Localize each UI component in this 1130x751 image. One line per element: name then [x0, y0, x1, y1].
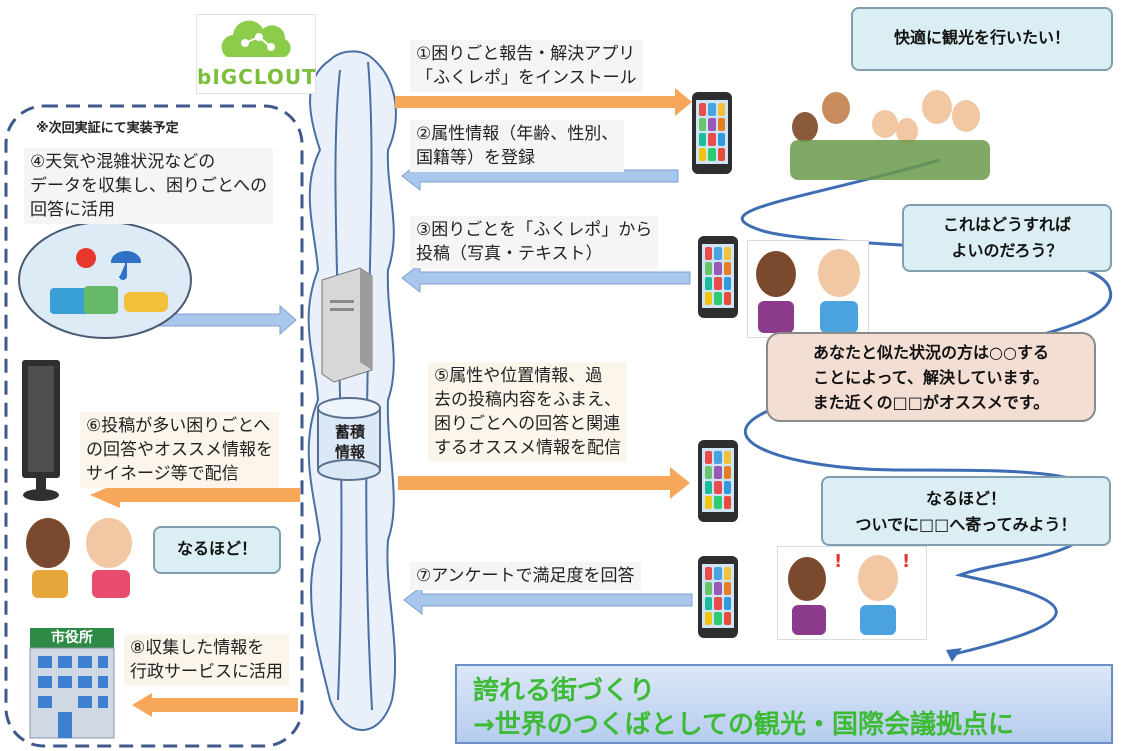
- arrow-step7: [403, 584, 693, 616]
- implementation-note: ※次回実証にて実装予定: [36, 121, 179, 136]
- city-hall-sign: 市役所: [51, 630, 93, 646]
- digital-signage-icon: [22, 360, 60, 501]
- bigclout-logo: bIGCLOUT: [196, 14, 316, 94]
- step7-text: ⑦アンケートで満足度を回答: [410, 562, 641, 590]
- arrow-step6-head: [90, 482, 120, 508]
- speech-bubble-comfortable-sightseeing: 快適に観光を行いたい！: [851, 7, 1113, 71]
- sun-icon: [76, 248, 96, 268]
- bigclout-cloud-column: [307, 50, 397, 731]
- smartphone-icon-2: [698, 236, 738, 318]
- storage-cylinder-icon: [317, 397, 381, 481]
- umbrella-icon: [110, 251, 142, 280]
- future-implementation-region: [4, 104, 304, 748]
- step5-text: ⑤属性や位置情報、過去の投稿内容をふまえ、困りごとへの回答と関連するオススメ情報…: [428, 362, 627, 462]
- arrow-step6: [120, 488, 300, 502]
- storage-label: 蓄積情報: [334, 423, 365, 461]
- city-hall-building-icon: [29, 628, 115, 739]
- arrow-step1: [395, 88, 692, 116]
- step6-text: ⑥投稿が多い困りごとへの回答やオススメ情報をサイネージ等で配信: [80, 412, 279, 488]
- smartphone-icon-3: [698, 440, 738, 522]
- speech-bubble-drop-by: なるほど！ついでに□□へ寄ってみよう！: [821, 476, 1111, 546]
- goal-title: 誇れる街づくり: [473, 676, 656, 706]
- arrow-step5: [398, 467, 690, 499]
- exclamation-icon: !: [834, 551, 843, 572]
- arrow-step3: [401, 262, 691, 294]
- exclamation-icon: !: [902, 551, 911, 572]
- cloud-network-icon: [221, 20, 291, 57]
- logo-text: bIGCLOUT: [197, 65, 317, 89]
- server-icon: [321, 267, 373, 383]
- confused-tourists-illustration: [747, 240, 869, 338]
- arrow-step8: [150, 698, 298, 712]
- smartphone-icon-1: [692, 92, 732, 174]
- orange-arrows: [90, 88, 692, 717]
- step3-text: ③困りごとを「ふくレポ」から投稿（写真・テキスト）: [410, 216, 659, 268]
- surprised-tourists-illustration: ! !: [777, 546, 927, 640]
- step2-text: ②属性情報（年齢、性別、国籍等）を登録: [410, 120, 625, 172]
- weather-traffic-ellipse: [18, 221, 192, 339]
- smartphone-icon-4: [698, 556, 738, 638]
- arrow-step4: [155, 304, 297, 336]
- bus-icon-2: [84, 286, 118, 314]
- speech-bubble-recommendation: あなたと似た状況の方は○○することによって、解決しています。また近くの□□がオス…: [766, 332, 1096, 422]
- speech-bubble-i-see: なるほど！: [153, 526, 281, 574]
- arrow-step8-head: [132, 693, 152, 717]
- journey-path-arrowhead: [946, 648, 962, 662]
- tourist-group-illustration: [786, 84, 996, 184]
- taxi-icon: [124, 292, 168, 312]
- satisfied-tourists-illustration: [20, 512, 150, 602]
- journey-path: [740, 158, 1113, 657]
- speech-bubble-what-to-do: これはどうすればよいのだろう？: [902, 204, 1112, 272]
- step8-text: ⑧収集した情報を行政サービスに活用: [124, 634, 289, 686]
- step4-text: ④天気や混雑状況などのデータを収集し、困りごとへの回答に活用: [24, 148, 274, 224]
- goal-banner: 誇れる街づくり →世界のつくばとしての観光・国際会議拠点に: [455, 664, 1113, 744]
- goal-subtitle: →世界のつくばとしての観光・国際会議拠点に: [473, 710, 1015, 740]
- step1-text: ①困りごと報告・解決アプリ「ふくレポ」をインストール: [410, 40, 643, 92]
